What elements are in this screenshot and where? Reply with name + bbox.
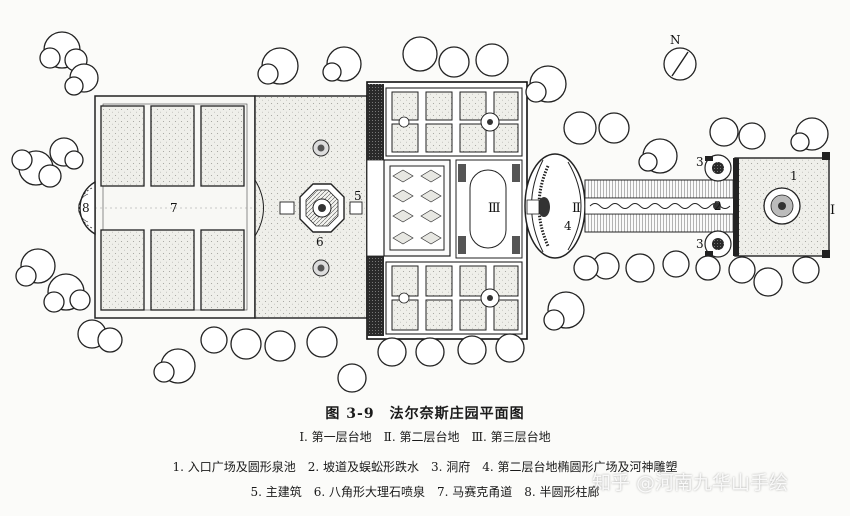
label-6: 6	[316, 235, 324, 249]
entrance-plaza-level-1	[733, 152, 830, 258]
label-7: 7	[170, 201, 178, 215]
tree	[525, 65, 567, 103]
tree	[49, 137, 84, 170]
plan-labels: Ⅰ Ⅱ Ⅲ 1 2 3 3 4 5 6 7 8	[82, 155, 835, 251]
tree	[257, 47, 299, 85]
mosaic-parterre-north	[100, 105, 245, 187]
tree	[638, 138, 678, 174]
tree	[153, 348, 196, 384]
label-3-south: 3	[696, 237, 704, 251]
legend-levels: Ⅰ. 第一层台地 Ⅱ. 第二层台地 Ⅲ. 第三层台地	[299, 430, 551, 444]
octagonal-marble-fountain	[279, 183, 363, 233]
ramp-and-cascade	[584, 179, 736, 233]
tree	[43, 273, 91, 313]
tree	[15, 248, 56, 287]
semicircular-colonnade	[78, 180, 96, 236]
casino-building	[389, 165, 445, 251]
tree	[402, 36, 509, 78]
tree	[592, 250, 690, 283]
tree	[377, 333, 525, 367]
label-level-1: Ⅰ	[830, 203, 835, 218]
label-1: 1	[790, 169, 798, 183]
tree	[543, 291, 585, 331]
tree	[64, 63, 99, 96]
tree	[11, 149, 62, 188]
mosaic-parterre-south	[100, 229, 245, 311]
legend-line-1: 1. 入口广场及圆形泉池 2. 坡道及蜈蚣形跌水 3. 洞府 4. 第二层台地椭…	[172, 460, 678, 474]
north-arrow-icon: N	[663, 33, 697, 81]
figure-title: 图 3-9 法尔奈斯庄园平面图	[325, 406, 525, 422]
label-level-3: Ⅲ	[488, 201, 501, 216]
label-2: 2	[714, 199, 722, 213]
tree	[322, 46, 362, 82]
tree	[709, 117, 766, 150]
legend-line-2: 5. 主建筑 6. 八角形大理石喷泉 7. 马赛克甬道 8. 半圆形柱廊	[250, 485, 600, 499]
parterre-garden-south	[385, 261, 523, 335]
tree	[573, 255, 721, 281]
label-8: 8	[82, 201, 90, 215]
label-level-2: Ⅱ	[572, 201, 581, 216]
watermark: 知乎 @河南九华山手绘	[592, 472, 789, 494]
inner-court	[455, 159, 523, 259]
tree	[563, 111, 630, 145]
label-4: 4	[564, 219, 572, 233]
tree	[200, 326, 296, 362]
oval-plaza-level-2	[524, 153, 586, 259]
tree	[790, 117, 829, 152]
garden-plan: N Ⅰ Ⅱ Ⅲ 1 2 3 3 4 5 6 7 8	[11, 31, 835, 393]
grotto-north	[704, 154, 732, 182]
trees	[11, 31, 829, 393]
tree	[77, 319, 123, 353]
parterre-garden-north	[385, 87, 523, 157]
tree	[306, 326, 367, 393]
label-3-north: 3	[696, 155, 704, 169]
compass-label: N	[670, 33, 681, 47]
terrace-level-3-west	[94, 95, 256, 319]
tree	[728, 256, 820, 297]
label-5: 5	[354, 189, 362, 203]
grotto-south	[704, 230, 732, 258]
